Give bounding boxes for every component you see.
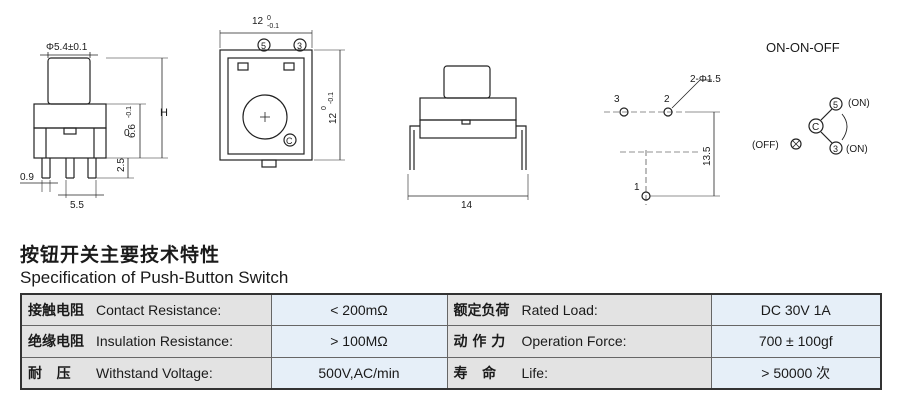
life-cn: 寿 命: [453, 365, 497, 382]
table-row: 耐 压 Withstand Voltage: 500V,AC/min 寿 命 Lif…: [20, 356, 882, 390]
life-value: > 50000 次: [710, 356, 882, 390]
operation-force-label: Operation Force:: [521, 333, 627, 350]
operation-force-value: 700 ± 100gf: [710, 325, 882, 358]
front-dim-14: 14: [461, 200, 473, 211]
side-dim-2-5: 2.5: [116, 158, 127, 172]
contact-resistance-value: < 200mΩ: [270, 293, 448, 327]
schematic-pin-3: 3: [833, 144, 838, 154]
front-view: [407, 65, 529, 200]
schematic-off: (OFF): [752, 140, 779, 151]
pcb-pin-3: 3: [614, 94, 620, 105]
top-dim-12v-tol-dn: -0.1: [328, 92, 335, 104]
table-row: 绝缘电阻 Insulation Resistance: > 100MΩ 动 作 力…: [20, 325, 882, 358]
schematic-title: ON-ON-OFF: [766, 40, 840, 55]
insulation-resistance-value: > 100MΩ: [270, 325, 448, 358]
pcb-dim-13-5: 13.5: [702, 146, 713, 166]
side-dim-5-5: 5.5: [70, 200, 84, 211]
operation-force-cn: 动 作 力: [453, 334, 506, 351]
rated-load-cn: 额定负荷: [453, 303, 510, 320]
insulation-resistance-label: Insulation Resistance:: [96, 333, 233, 350]
pcb-pin-2: 2: [664, 94, 670, 105]
schematic-pin-5: 5: [833, 100, 838, 110]
top-view: [219, 30, 345, 168]
insulation-resistance-cn: 绝缘电阻: [28, 334, 84, 351]
schematic-on-bottom: (ON): [846, 144, 868, 155]
pcb-layout: [604, 79, 720, 205]
top-dim-12-tol-dn: -0.1: [267, 23, 279, 30]
side-dim-h: H: [160, 107, 168, 119]
switch-schematic: [790, 97, 848, 155]
pcb-pin-1: 1: [634, 182, 640, 193]
top-pin-5: 5: [261, 41, 266, 51]
contact-resistance-label: Contact Resistance:: [96, 302, 222, 319]
spec-title-en: Specification of Push-Button Switch: [20, 268, 289, 287]
side-dim-0-9: 0.9: [20, 172, 34, 183]
rated-load-label: Rated Load:: [521, 302, 598, 319]
top-dim-12-tol-up: 0: [267, 15, 271, 22]
top-dim-12v-tol-up: 0: [321, 106, 328, 110]
side-view: [20, 52, 168, 198]
side-dim-6-6-tol-up: 0: [124, 128, 130, 139]
withstand-voltage-cn: 耐 压: [28, 365, 71, 382]
life-label: Life:: [521, 364, 548, 381]
top-pin-c: C: [286, 136, 293, 146]
schematic-on-top: (ON): [848, 98, 870, 109]
top-pin-3: 3: [297, 41, 302, 51]
spec-table: 接触电阻 Contact Resistance: < 200mΩ 额定负荷 Rate…: [20, 293, 882, 390]
spec-title-cn: 按钮开关主要技术特性: [20, 244, 221, 266]
table-row: 接触电阻 Contact Resistance: < 200mΩ 额定负荷 Rate…: [20, 293, 882, 327]
top-dim-12: 12: [252, 16, 264, 27]
technical-drawings: Φ5.4±0.1 H 6.6 0 -0.1 2.5 0.9 5.5 12 0 -…: [20, 15, 870, 211]
withstand-voltage-value: 500V,AC/min: [270, 356, 448, 390]
side-dim-6-6-tol-dn: -0.1: [126, 106, 133, 118]
side-dim-6-6: 6.6: [127, 124, 138, 138]
top-dim-12v: 12: [328, 112, 339, 124]
schematic-pin-c: C: [812, 122, 819, 133]
contact-resistance-cn: 接触电阻: [28, 303, 84, 320]
withstand-voltage-label: Withstand Voltage:: [96, 364, 213, 381]
side-dim-top: Φ5.4±0.1: [46, 42, 88, 53]
pcb-hole-label: 2-Φ1.5: [690, 74, 721, 85]
rated-load-value: DC 30V 1A: [710, 293, 882, 327]
